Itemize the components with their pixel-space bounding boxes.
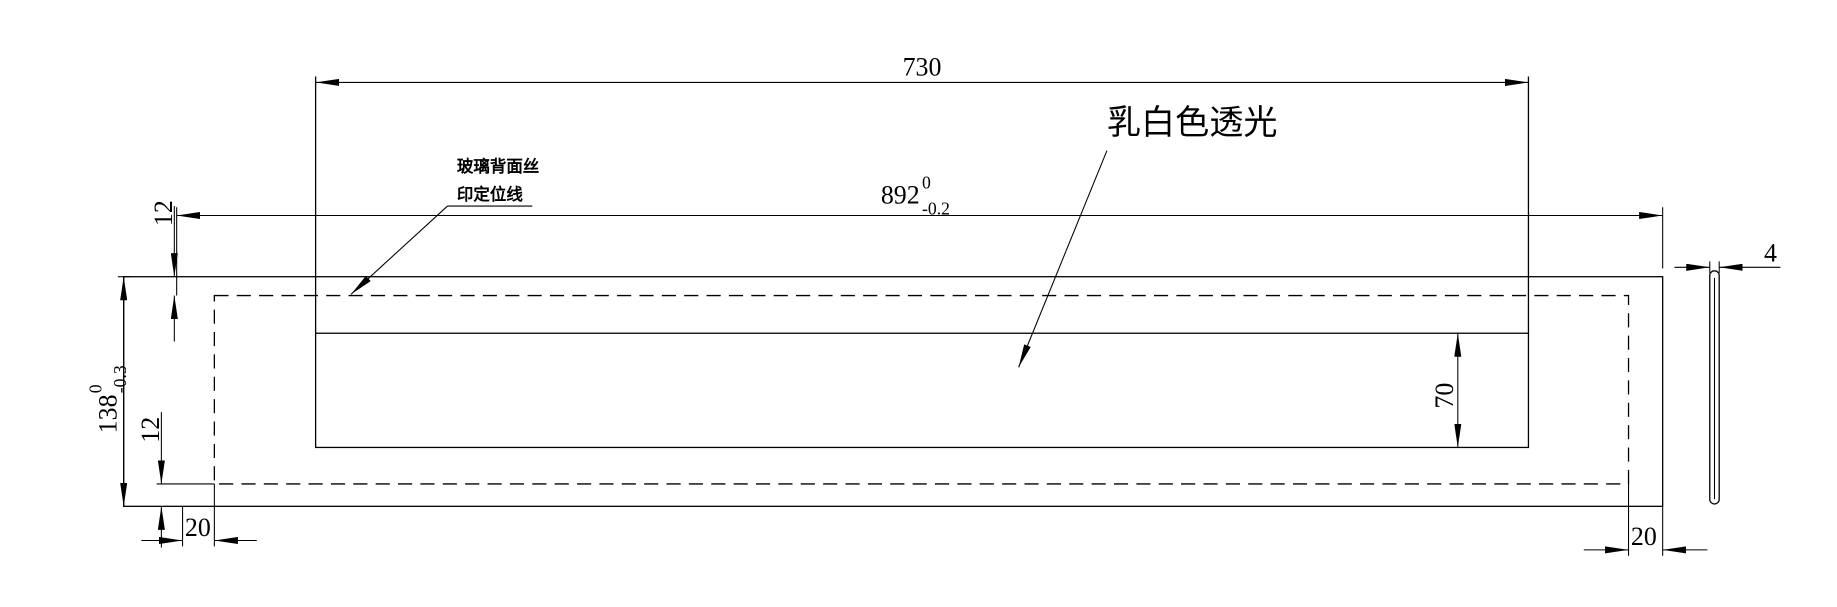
dim-text-4: 4 [1764, 238, 1777, 267]
lower-tol: -0.3 [110, 365, 130, 393]
print-position-dashed-line [213, 294, 1630, 485]
print-line-label-1: 玻璃背面丝 [457, 157, 539, 176]
translucent-window-outline [314, 332, 1530, 449]
dim-text-top-12: 12 [149, 200, 178, 226]
upper-tol: 0 [85, 384, 105, 393]
dim-value: 138 [94, 394, 123, 433]
dim-text-70: 70 [1430, 383, 1459, 409]
dim-text-bottom-12: 12 [136, 417, 165, 443]
lower-tol: -0.2 [922, 198, 950, 218]
print-line-label-2: 印定位线 [457, 185, 523, 204]
dim-text-left-20: 20 [185, 513, 211, 542]
dim-text-right-20: 20 [1631, 522, 1657, 551]
upper-tol: 0 [922, 172, 931, 192]
window-label: 乳白色透光 [1107, 103, 1278, 143]
window-leader-arrow [1018, 150, 1108, 368]
dim-text-892: 892 0 -0.2 [881, 172, 950, 218]
print-line-leader-arrow [350, 205, 448, 295]
dim-text-730: 730 [903, 52, 942, 81]
dim-text-138: 138 0 -0.3 [85, 365, 130, 433]
dim-value: 892 [881, 181, 920, 210]
side-view-outline [1709, 270, 1720, 505]
